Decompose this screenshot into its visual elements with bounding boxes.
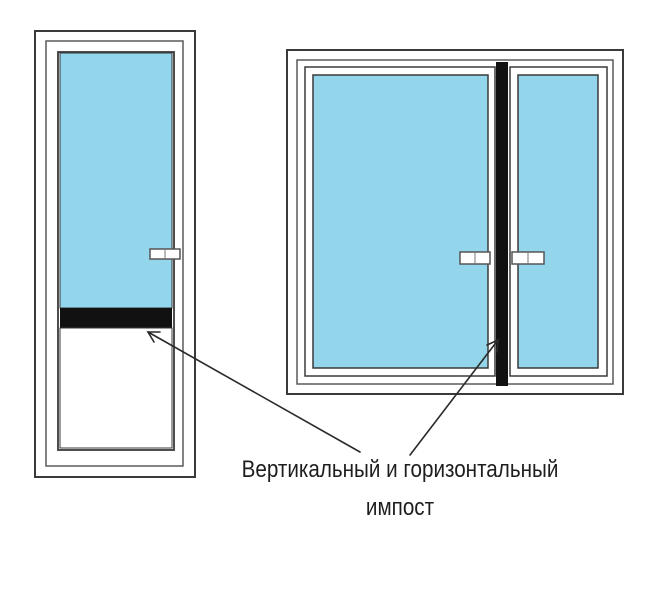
left-glass-pane bbox=[312, 74, 489, 369]
caption-line-2: импост bbox=[365, 494, 435, 521]
balcony-door bbox=[34, 30, 196, 478]
door-glass-pane bbox=[59, 52, 173, 309]
arrowhead-horizontal bbox=[146, 331, 161, 343]
right-glass-pane bbox=[517, 74, 599, 369]
door-bottom-panel bbox=[59, 327, 173, 449]
vertical-impost bbox=[496, 62, 508, 386]
two-sash-window bbox=[286, 49, 624, 395]
arrowhead-vertical bbox=[486, 338, 499, 353]
caption-line-1: Вертикальный и горизонтальный bbox=[241, 456, 559, 483]
pointer-arrows bbox=[146, 331, 499, 456]
horizontal-impost bbox=[60, 308, 172, 328]
arrow-to-horizontal-impost bbox=[147, 331, 361, 453]
arrow-to-vertical-impost bbox=[409, 339, 499, 456]
